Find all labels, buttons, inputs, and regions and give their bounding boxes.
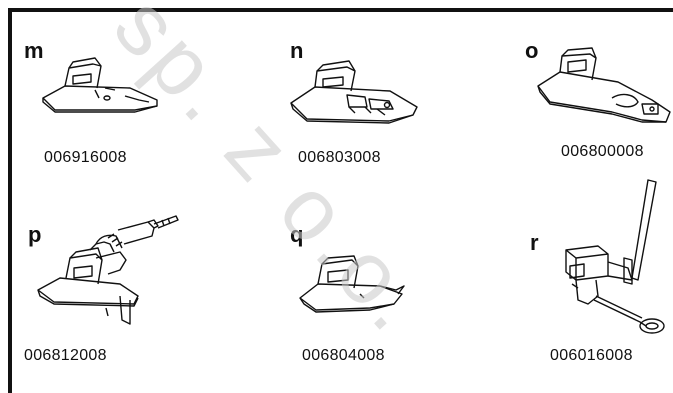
part-number: 006016008	[550, 347, 633, 364]
zigzag-foot-icon	[42, 57, 158, 113]
ruffler-foot-icon	[37, 215, 179, 325]
foot-letter: p	[28, 222, 42, 247]
frame-top-border	[8, 8, 673, 12]
presser-foot-q: q 006804008	[280, 200, 480, 370]
overedge-foot-icon	[290, 60, 418, 124]
presser-foot-r: r 006016008	[520, 170, 673, 364]
frame-left-border	[8, 8, 12, 393]
darning-foot-icon	[565, 179, 665, 334]
part-number: 006916008	[44, 149, 127, 166]
rolled-hem-foot-icon	[537, 47, 671, 123]
presser-foot-p: p 006812008	[20, 200, 220, 370]
part-number: 006803008	[298, 149, 381, 166]
foot-letter: m	[24, 38, 44, 63]
part-number: 006800008	[561, 143, 644, 160]
foot-letter: n	[290, 38, 304, 63]
presser-foot-m: m 006916008	[20, 30, 220, 200]
foot-letter: r	[530, 230, 539, 255]
foot-letter: q	[290, 222, 304, 247]
part-number: 006804008	[302, 347, 385, 364]
presser-foot-n: n 006803008	[270, 30, 470, 200]
foot-letter: o	[525, 38, 539, 63]
presser-foot-o: o 006800008	[507, 30, 673, 200]
zipper-foot-icon	[299, 255, 405, 313]
part-number: 006812008	[24, 347, 107, 364]
